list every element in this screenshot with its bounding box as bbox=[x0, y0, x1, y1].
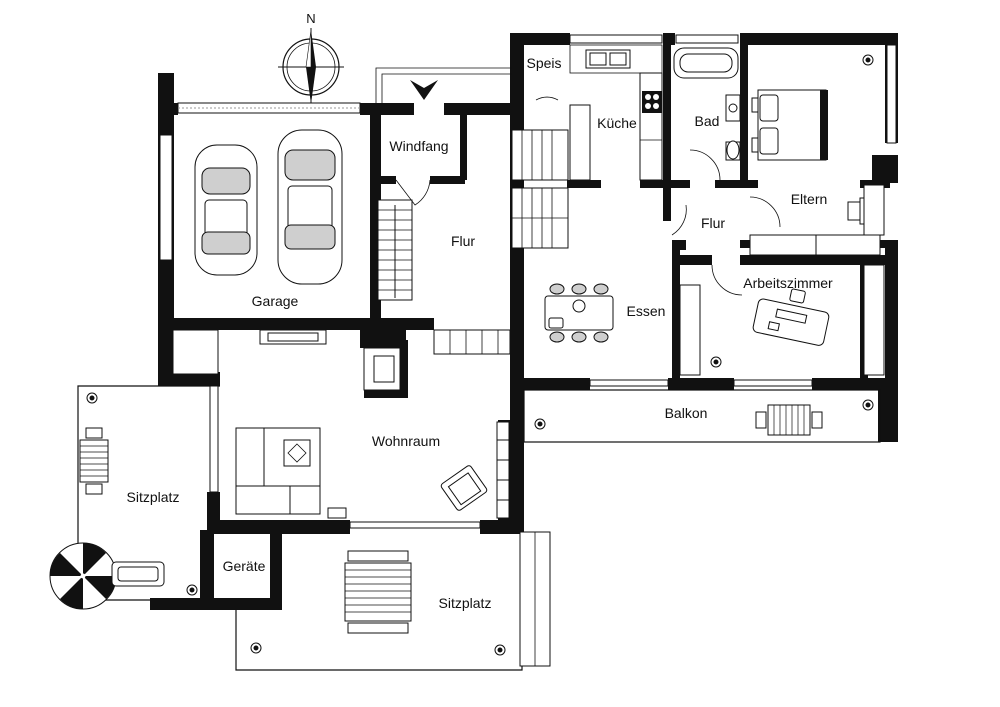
shelf-unit bbox=[496, 421, 510, 519]
room-label-sitzplatz-south: Sitzplatz bbox=[439, 595, 492, 611]
room-label-eltern: Eltern bbox=[791, 191, 828, 207]
car-icon bbox=[277, 129, 343, 285]
thin-outlines bbox=[77, 34, 897, 671]
staircase-icon bbox=[377, 129, 569, 355]
office-desk-icon bbox=[752, 288, 830, 346]
desk-chair-icon bbox=[847, 197, 865, 225]
radiator bbox=[327, 507, 347, 519]
compass-north-label: N bbox=[306, 11, 315, 26]
garden-table-icon bbox=[344, 550, 412, 634]
sun-lounger-icon bbox=[111, 561, 165, 587]
coffee-table-icon bbox=[283, 439, 311, 467]
armchair-icon bbox=[440, 465, 488, 511]
bathtub-icon bbox=[673, 47, 739, 79]
room-label-garage: Garage bbox=[252, 293, 299, 309]
wardrobe bbox=[749, 184, 885, 256]
doors bbox=[395, 80, 781, 296]
sofa-icon bbox=[235, 427, 321, 515]
double-bed-icon bbox=[751, 89, 828, 161]
room-label-flur-east: Flur bbox=[701, 215, 725, 231]
room-label-bad: Bad bbox=[695, 113, 720, 129]
walls bbox=[150, 33, 898, 610]
room-label-essen: Essen bbox=[627, 303, 666, 319]
wardrobe bbox=[679, 264, 885, 376]
room-label-flur-main: Flur bbox=[451, 233, 475, 249]
room-labels: Speis Küche Bad Windfang Flur Flur Elter… bbox=[127, 55, 834, 611]
dining-table-icon bbox=[544, 283, 614, 343]
patio-table-icon bbox=[79, 427, 109, 495]
room-label-wohnraum: Wohnraum bbox=[372, 433, 440, 449]
tv-unit bbox=[259, 329, 327, 345]
parasol-icon bbox=[49, 542, 117, 610]
stove-icon bbox=[642, 91, 662, 113]
plant-icon bbox=[86, 54, 874, 656]
balcony-table-icon bbox=[755, 404, 823, 436]
kitchen-sink-icon bbox=[585, 49, 631, 69]
room-label-geraete: Geräte bbox=[223, 558, 266, 574]
toilet-icon bbox=[725, 140, 741, 161]
room-label-windfang: Windfang bbox=[389, 138, 448, 154]
fireplace-icon bbox=[363, 347, 401, 391]
room-label-kueche: Küche bbox=[597, 115, 637, 131]
car-icon bbox=[194, 144, 258, 276]
room-label-arbeitszimmer: Arbeitszimmer bbox=[743, 275, 833, 291]
compass-rose-icon: N bbox=[278, 11, 344, 104]
room-label-sitzplatz-west: Sitzplatz bbox=[127, 489, 180, 505]
room-label-speis: Speis bbox=[526, 55, 561, 71]
bathroom-sink-icon bbox=[725, 94, 741, 122]
room-label-balkon: Balkon bbox=[665, 405, 708, 421]
